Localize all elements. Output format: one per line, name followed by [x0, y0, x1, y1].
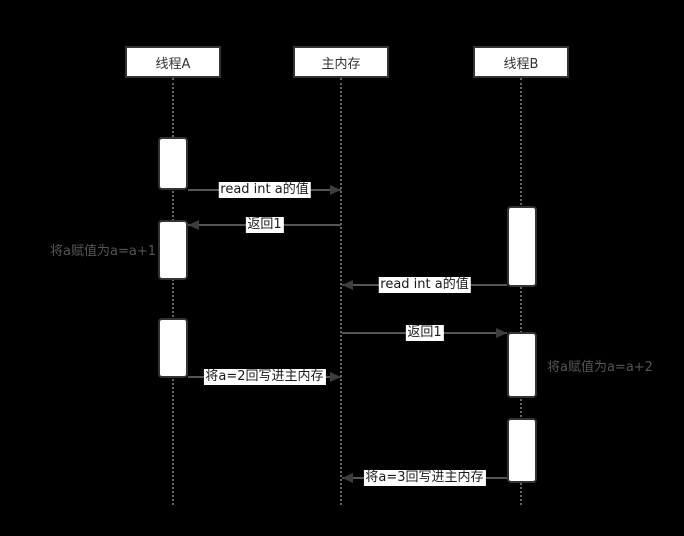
message-label: 返回1 [405, 325, 444, 341]
activation-bar-thread-a-2 [158, 220, 188, 280]
note-thread-a-assignment: 将a赋值为a=a+1 [50, 244, 156, 259]
arrowhead-left-icon [188, 220, 199, 230]
activation-bar-thread-a-1 [158, 137, 188, 190]
arrowhead-left-icon [342, 473, 353, 483]
lifeline-header-label: 主内存 [321, 56, 361, 72]
message-label: 返回1 [245, 217, 284, 233]
message-label: 将a=3回写进主内存 [363, 470, 486, 486]
message-label: 将a=2回写进主内存 [203, 369, 326, 385]
arrowhead-right-icon [496, 328, 507, 338]
message-arrow-return-1-to-thread-a: 返回1 [188, 217, 341, 233]
lifeline-header-main-memory: 主内存 [293, 46, 389, 78]
message-label: read int a的值 [218, 182, 311, 198]
activation-bar-thread-b-3 [507, 418, 537, 483]
message-arrow-return-1-to-thread-b: 返回1 [342, 325, 507, 341]
lifeline-thread-a [172, 78, 174, 505]
message-arrow-read-a-from-thread-b: read int a的值 [342, 277, 507, 293]
lifeline-header-thread-a: 线程A [125, 46, 221, 78]
arrowhead-right-icon [330, 372, 341, 382]
message-arrow-read-a-from-thread-a: read int a的值 [188, 182, 341, 198]
lifeline-thread-b [520, 78, 522, 505]
activation-bar-thread-b-1 [507, 206, 537, 287]
arrowhead-left-icon [342, 280, 353, 290]
lifeline-main-memory [340, 78, 342, 505]
lifeline-header-thread-b: 线程B [473, 46, 569, 78]
activation-bar-thread-b-2 [507, 332, 537, 398]
lifeline-header-label: 线程A [155, 56, 191, 72]
message-arrow-writeback-a2: 将a=2回写进主内存 [188, 369, 341, 385]
message-arrow-writeback-a3: 将a=3回写进主内存 [342, 470, 507, 486]
note-thread-b-assignment: 将a赋值为a=a+2 [547, 360, 653, 375]
lifeline-header-label: 线程B [503, 56, 539, 72]
activation-bar-thread-a-3 [158, 318, 188, 378]
arrowhead-right-icon [330, 185, 341, 195]
message-label: read int a的值 [378, 277, 471, 293]
